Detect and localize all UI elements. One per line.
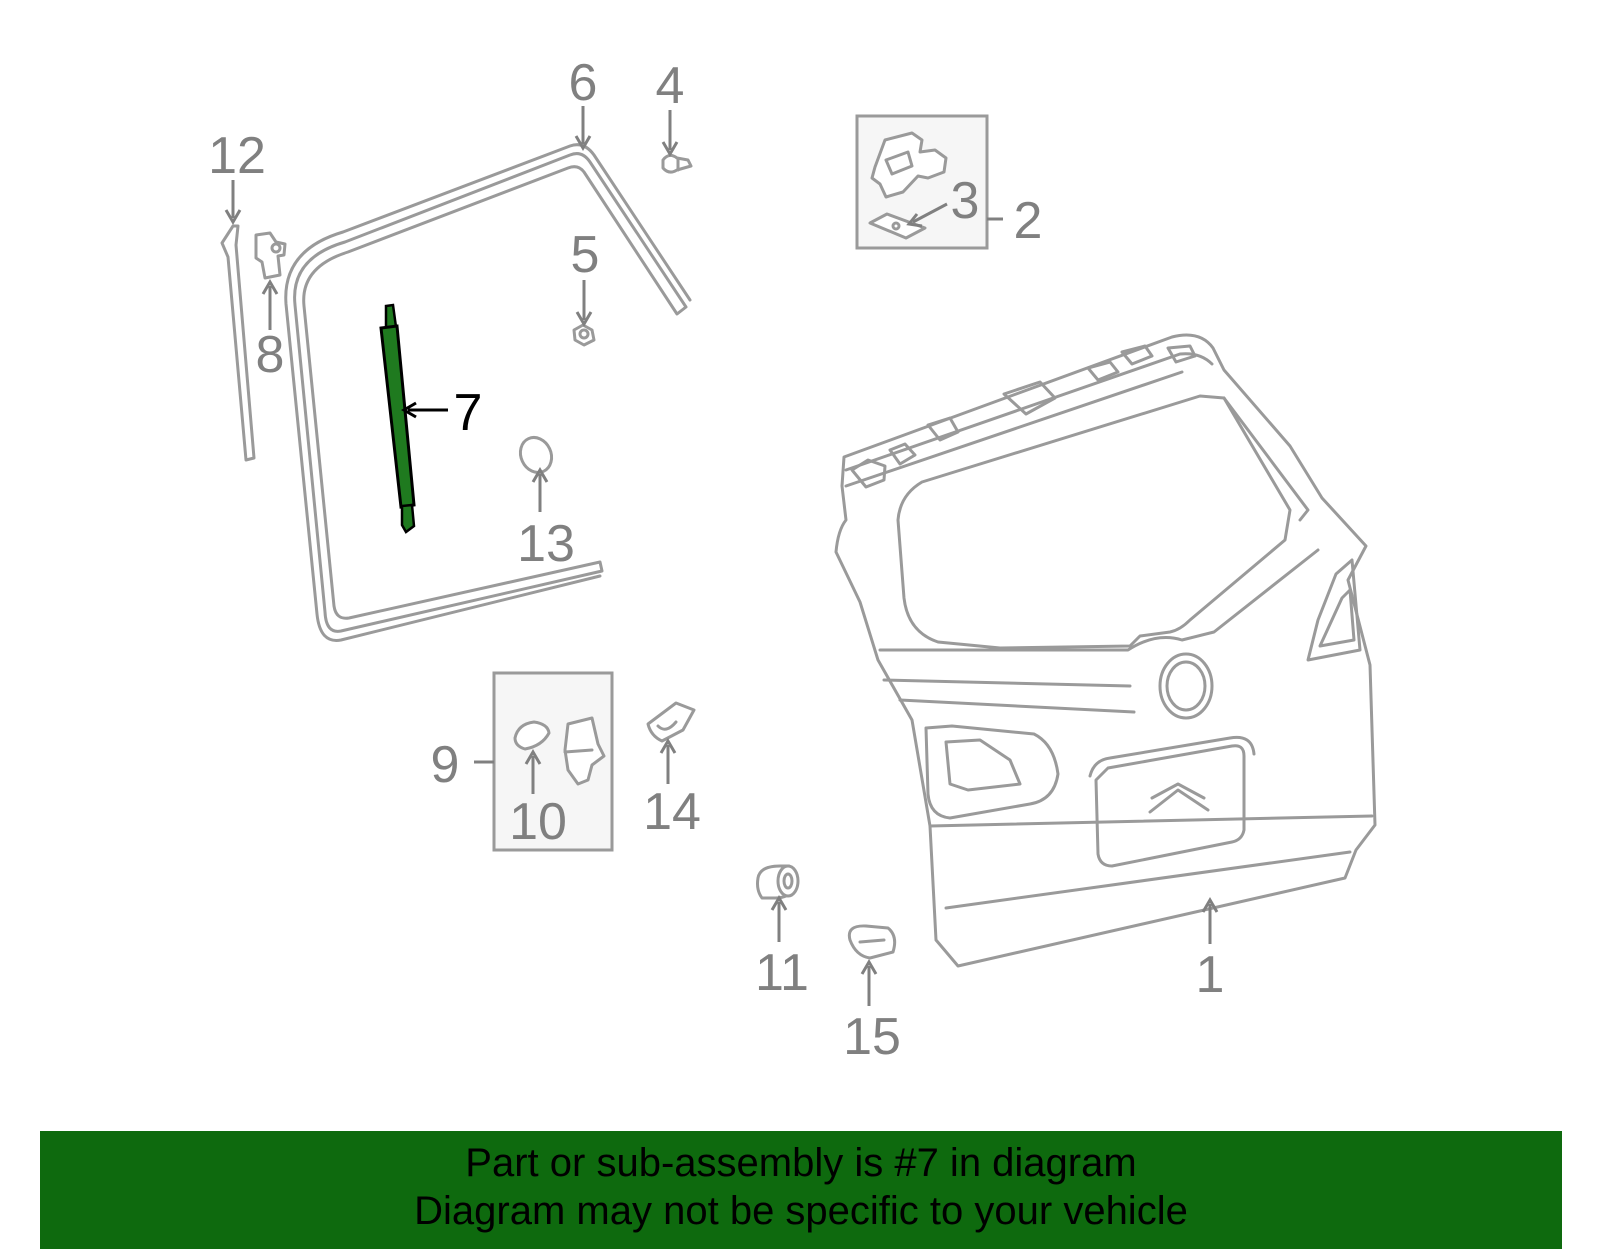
- banner-line-2: Diagram may not be specific to your vehi…: [414, 1189, 1188, 1233]
- part-10-switch: [513, 716, 606, 786]
- callout-9: 9: [431, 736, 460, 794]
- leader-5: [575, 280, 593, 327]
- callout-4: 4: [656, 57, 685, 115]
- leader-14: [659, 738, 677, 784]
- callout-14: 14: [643, 783, 701, 841]
- callout-13: 13: [517, 515, 575, 573]
- callout-11: 11: [755, 944, 809, 1002]
- callout-8: 8: [256, 326, 285, 384]
- callout-3: 3: [951, 172, 980, 230]
- part-3-pad: [868, 212, 927, 240]
- part-2-latch-bracket: [870, 131, 948, 199]
- leader-6: [574, 106, 592, 151]
- part-6-weatherstrip: [284, 143, 692, 642]
- leader-12: [224, 180, 242, 225]
- leader-13: [531, 467, 549, 512]
- leader-3: [906, 202, 948, 228]
- part-4-bolt: [661, 153, 693, 174]
- part-14-bracket: [646, 701, 696, 743]
- part-notice-banner: Part or sub-assembly is #7 in diagram Di…: [40, 1131, 1562, 1249]
- callout-6: 6: [569, 54, 598, 112]
- callout-7: 7: [454, 384, 483, 442]
- part-13-grommet: [518, 435, 554, 475]
- part-12-molding: [220, 224, 256, 462]
- part-15-stopper: [847, 924, 897, 960]
- callout-12: 12: [208, 127, 266, 185]
- callout-5: 5: [571, 226, 600, 284]
- leader-8: [261, 279, 279, 330]
- part-8-clip: [254, 231, 287, 280]
- part-1-liftgate: [834, 333, 1377, 968]
- parts-diagram: 12 8 6 4 5: [208, 54, 1377, 1066]
- callout-15: 15: [843, 1008, 901, 1066]
- callout-10: 10: [509, 793, 567, 851]
- banner-line-1: Part or sub-assembly is #7 in diagram: [465, 1141, 1137, 1185]
- callout-1: 1: [1196, 946, 1225, 1004]
- leader-4: [661, 110, 679, 157]
- leader-7: [401, 401, 448, 419]
- part-11-bumper: [756, 864, 800, 900]
- leader-10: [524, 749, 542, 794]
- leader-1: [1201, 897, 1219, 944]
- leader-11: [770, 895, 788, 942]
- leader-15: [860, 959, 878, 1006]
- callout-2: 2: [1014, 192, 1043, 250]
- part-5-nut: [572, 323, 596, 347]
- part-7-lift-support: [379, 303, 416, 534]
